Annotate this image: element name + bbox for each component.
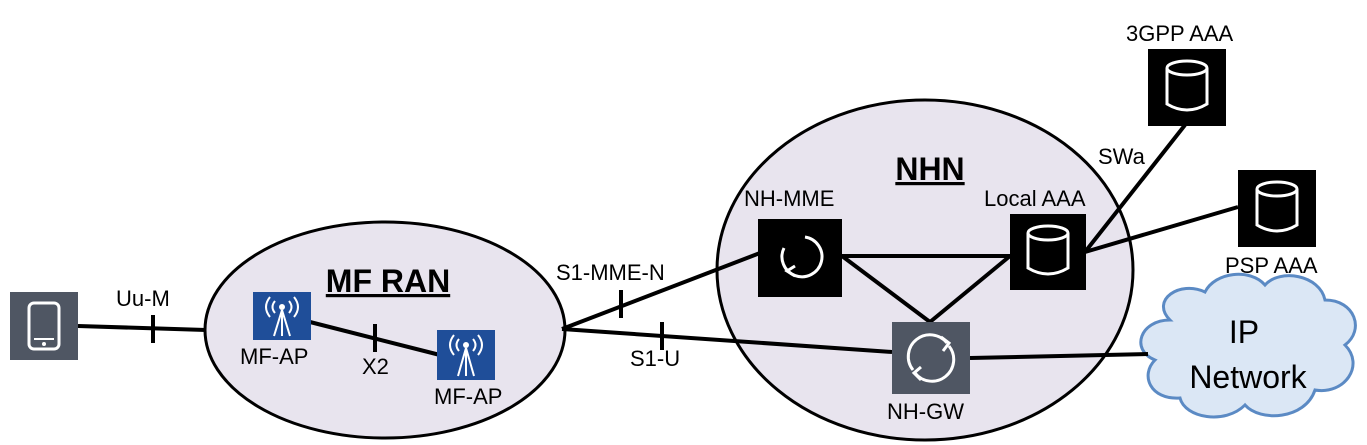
link-aaa-gw (928, 254, 1012, 324)
x2-label: X2 (362, 354, 389, 379)
link-device-ran (77, 324, 207, 332)
ip-network-cloud (1139, 272, 1357, 419)
link-aaa-3gpp (1083, 123, 1187, 254)
s1-mme-n-label: S1-MME-N (556, 260, 665, 285)
database-icon (1010, 214, 1086, 290)
database-icon (1238, 170, 1316, 247)
tablet-icon (10, 292, 78, 360)
local-aaa-label: Local AAA (984, 186, 1086, 211)
antenna-icon (437, 330, 495, 380)
mf-ap-1-label: MF-AP (240, 344, 308, 369)
mf-ran-title: MF RAN (326, 263, 450, 299)
ip-network-label-line1: IP (1229, 314, 1259, 350)
ip-network-label-line2: Network (1189, 359, 1307, 395)
nhn-title: NHN (895, 151, 964, 187)
sync-arrows-icon (892, 322, 970, 394)
swa-label: SWa (1098, 144, 1146, 169)
link-ran-mme (561, 251, 761, 331)
uu-m-label: Uu-M (116, 286, 170, 311)
aaa-3gpp-label: 3GPP AAA (1126, 21, 1234, 46)
link-gw-ip (969, 352, 1149, 360)
nh-gw-label: NH-GW (887, 399, 964, 424)
link-mme-gw (840, 254, 932, 324)
nh-mme-label: NH-MME (744, 186, 834, 211)
s1-u-label: S1-U (630, 346, 680, 371)
database-icon (1148, 49, 1226, 126)
refresh-arrow-icon (758, 219, 842, 297)
psp-aaa-label: PSP AAA (1225, 253, 1318, 278)
mf-ap-2-label: MF-AP (434, 384, 502, 409)
link-ran-gw (561, 327, 893, 354)
antenna-icon (253, 292, 311, 340)
interface-ticks (151, 290, 664, 352)
link-aaa-psp (1084, 205, 1239, 254)
